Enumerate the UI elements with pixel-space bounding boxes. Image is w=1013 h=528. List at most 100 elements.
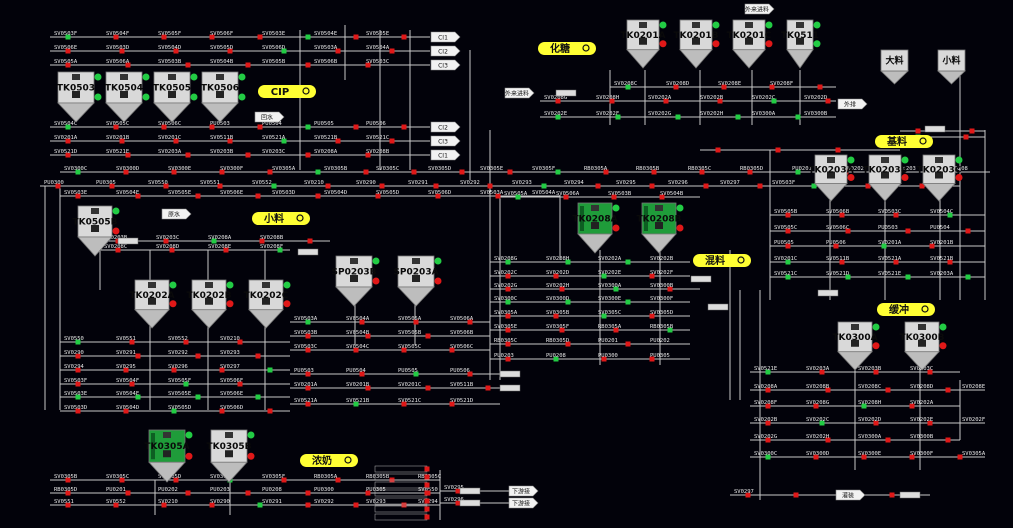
valve-icon[interactable] (171, 169, 177, 175)
valve-icon[interactable] (335, 477, 341, 483)
valve-icon[interactable] (65, 138, 71, 144)
valve-icon[interactable] (485, 385, 491, 391)
valve-icon[interactable] (424, 474, 430, 480)
valve-icon[interactable] (195, 353, 201, 359)
valve-icon[interactable] (795, 114, 801, 120)
valve-icon[interactable] (505, 356, 511, 362)
valve-icon[interactable] (255, 193, 261, 199)
valve-icon[interactable] (839, 212, 845, 218)
tank-tk0203a[interactable]: TK0203A (808, 154, 855, 202)
valve-icon[interactable] (379, 183, 385, 189)
valve-icon[interactable] (765, 420, 771, 426)
valve-icon[interactable] (255, 394, 261, 400)
valve-icon[interactable] (209, 34, 215, 40)
valve-icon[interactable] (305, 401, 311, 407)
valve-icon[interactable] (75, 169, 81, 175)
valve-icon[interactable] (905, 228, 911, 234)
valve-icon[interactable] (65, 62, 71, 68)
tank-tk0203b[interactable]: TK0203B (862, 154, 909, 202)
pipe-endpoint-cip6[interactable]: CI1 (430, 149, 461, 161)
valve-icon[interactable] (183, 381, 189, 387)
valve-icon[interactable] (765, 369, 771, 375)
valve-icon[interactable] (507, 169, 513, 175)
valve-icon[interactable] (559, 327, 565, 333)
valve-icon[interactable] (129, 339, 135, 345)
valve-icon[interactable] (365, 62, 371, 68)
valve-icon[interactable] (305, 371, 311, 377)
valve-icon[interactable] (305, 502, 311, 508)
valve-icon[interactable] (555, 114, 561, 120)
flow-meter-icon[interactable] (117, 237, 139, 245)
valve-icon[interactable] (401, 502, 407, 508)
valve-icon[interactable] (929, 243, 935, 249)
valve-icon[interactable] (505, 341, 511, 347)
valve-icon[interactable] (227, 138, 233, 144)
valve-icon[interactable] (817, 84, 823, 90)
tank-tk0201c[interactable]: TK0201C (727, 19, 773, 69)
valve-icon[interactable] (163, 238, 169, 244)
valve-icon[interactable] (173, 138, 179, 144)
valve-icon[interactable] (135, 193, 141, 199)
valve-icon[interactable] (424, 514, 430, 520)
valve-icon[interactable] (65, 152, 71, 158)
valve-icon[interactable] (905, 274, 911, 280)
valve-icon[interactable] (757, 183, 763, 189)
valve-icon[interactable] (245, 62, 251, 68)
valve-icon[interactable] (75, 381, 81, 387)
valve-icon[interactable] (123, 408, 129, 414)
valve-icon[interactable] (819, 369, 825, 375)
valve-icon[interactable] (161, 502, 167, 508)
tank-tk0511[interactable]: TK0511 (781, 19, 821, 69)
flow-meter-icon[interactable] (924, 125, 946, 133)
valve-icon[interactable] (455, 488, 461, 494)
zone-base-button[interactable]: 基料 (875, 135, 933, 148)
tank-小料[interactable]: 小料 (937, 49, 966, 85)
valve-icon[interactable] (223, 247, 229, 253)
valve-icon[interactable] (365, 333, 371, 339)
valve-icon[interactable] (325, 183, 331, 189)
valve-icon[interactable] (721, 84, 727, 90)
valve-icon[interactable] (305, 62, 311, 68)
valve-icon[interactable] (861, 454, 867, 460)
valve-icon[interactable] (505, 327, 511, 333)
tank-tk0305b[interactable]: TK0305B (206, 429, 255, 483)
flow-meter-icon[interactable] (297, 248, 319, 256)
valve-icon[interactable] (75, 339, 81, 345)
valve-icon[interactable] (271, 183, 277, 189)
valve-icon[interactable] (353, 124, 359, 130)
valve-icon[interactable] (305, 152, 311, 158)
valve-icon[interactable] (411, 169, 417, 175)
tank-sp0203b[interactable]: SP0203B (332, 255, 380, 307)
valve-icon[interactable] (435, 193, 441, 199)
valve-icon[interactable] (401, 401, 407, 407)
tank-tk0202b[interactable]: TK0202B (186, 279, 234, 329)
valve-icon[interactable] (413, 319, 419, 325)
valve-icon[interactable] (75, 193, 81, 199)
valve-icon[interactable] (365, 152, 371, 158)
valve-icon[interactable] (185, 152, 191, 158)
valve-icon[interactable] (65, 490, 71, 496)
flow-meter-icon[interactable] (555, 89, 577, 97)
tank-tk0504[interactable]: TK0504 (105, 71, 150, 123)
valve-icon[interactable] (649, 183, 655, 189)
valve-icon[interactable] (663, 98, 669, 104)
valve-icon[interactable] (125, 152, 131, 158)
flow-meter-icon[interactable] (690, 275, 712, 283)
valve-icon[interactable] (267, 408, 273, 414)
valve-icon[interactable] (603, 169, 609, 175)
pipe-endpoint-out1[interactable]: 外排 (837, 98, 868, 110)
tank-tk0201b[interactable]: TK0201B (673, 19, 720, 69)
pipe-endpoint-in4[interactable]: 原水 (161, 208, 192, 220)
valve-icon[interactable] (649, 356, 655, 362)
valve-icon[interactable] (553, 273, 559, 279)
pipe-endpoint-cip2[interactable]: CI2 (430, 45, 461, 57)
valve-icon[interactable] (885, 437, 891, 443)
valve-icon[interactable] (401, 124, 407, 130)
valve-icon[interactable] (185, 490, 191, 496)
valve-icon[interactable] (267, 367, 273, 373)
valve-icon[interactable] (595, 183, 601, 189)
valve-icon[interactable] (401, 34, 407, 40)
valve-icon[interactable] (865, 183, 871, 189)
valve-icon[interactable] (515, 194, 521, 200)
valve-icon[interactable] (305, 34, 311, 40)
